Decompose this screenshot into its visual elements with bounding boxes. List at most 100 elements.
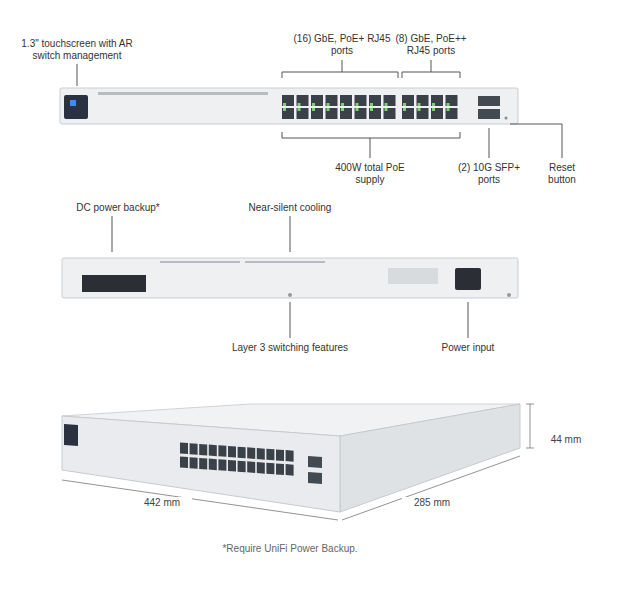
screw — [288, 293, 292, 297]
front-chassis — [60, 88, 518, 124]
rj45-port — [257, 448, 265, 460]
leader-line — [77, 64, 78, 86]
vent-slot — [160, 261, 240, 263]
sfp-port — [308, 456, 322, 468]
rj45-port — [340, 95, 352, 106]
rj45-port — [286, 450, 294, 462]
callout-label: (2) 10G SFP+ ports — [458, 162, 520, 186]
rj45-port — [417, 108, 429, 119]
sfp-port — [308, 472, 322, 484]
rj45-port — [402, 108, 414, 119]
rj45-port — [276, 449, 284, 461]
rj45-port — [238, 461, 246, 473]
rj45-port — [311, 95, 323, 106]
dimension-lines — [62, 404, 534, 520]
callout-label: Reset button — [537, 162, 587, 186]
port-led — [341, 103, 344, 106]
rj45-port — [297, 108, 309, 119]
rear-chassis — [62, 258, 518, 298]
rj45-port — [355, 95, 367, 106]
leader-line — [431, 60, 432, 72]
rj45-port — [218, 459, 226, 471]
leader-line — [468, 302, 469, 338]
rj45-port — [247, 447, 255, 459]
leader-line — [112, 216, 113, 252]
leader-line — [290, 216, 291, 252]
rj45-port — [199, 458, 207, 470]
rj45-port — [326, 95, 338, 106]
rj45-port — [247, 461, 255, 473]
callout-label: DC power backup* — [58, 202, 178, 214]
port-led — [283, 103, 286, 106]
rj45-port — [431, 108, 443, 119]
rear-panel — [62, 258, 518, 298]
rj45-port — [369, 95, 381, 106]
rj45-port — [311, 108, 323, 119]
rj45-port — [209, 445, 217, 457]
front-face — [62, 416, 340, 512]
callout-label: Power input — [423, 342, 513, 354]
rj45-port — [340, 108, 352, 119]
front-panel — [60, 88, 518, 124]
bracket — [282, 132, 460, 138]
touchscreen — [64, 95, 88, 119]
port-led — [298, 103, 301, 106]
port-led — [447, 108, 450, 111]
rj45-port — [431, 95, 443, 106]
vent-slot — [245, 261, 325, 263]
port-led — [432, 103, 435, 106]
port-led — [385, 103, 388, 106]
rj45-port — [326, 108, 338, 119]
dimension-label: 44 mm — [541, 434, 591, 446]
side-face — [340, 404, 520, 512]
port-led — [283, 108, 286, 111]
rj45-port — [218, 445, 226, 457]
rear-label — [388, 268, 438, 284]
power-socket — [455, 268, 481, 290]
leader-line — [342, 60, 343, 72]
screw — [507, 293, 511, 297]
dimension-tick — [526, 404, 534, 405]
rj45-port — [417, 95, 429, 106]
sfp-port — [478, 109, 500, 119]
rj45-port — [384, 108, 396, 119]
dimension-line — [530, 404, 531, 448]
dimension-line — [62, 480, 338, 520]
rj45-port — [384, 95, 396, 106]
port-led — [432, 108, 435, 111]
port-led — [312, 108, 315, 111]
rj45-port — [180, 442, 188, 454]
port-led — [312, 103, 315, 106]
rj45-port — [266, 449, 274, 461]
rj45-ports — [180, 442, 294, 475]
rj45-port — [190, 457, 198, 469]
rj45-port — [238, 447, 246, 459]
port-led — [385, 108, 388, 111]
rj45-port — [190, 443, 198, 455]
reset-button — [505, 117, 508, 120]
vent-slot — [98, 92, 268, 95]
rj45-port — [276, 463, 284, 475]
port-led — [298, 108, 301, 111]
callout-label: 400W total PoE supply — [320, 162, 420, 186]
rj45-port — [446, 108, 458, 119]
port-led — [370, 103, 373, 106]
port-led — [356, 103, 359, 106]
dc-port — [82, 275, 146, 292]
bracket — [402, 72, 460, 78]
callout-label: Near-silent cooling — [220, 202, 360, 214]
port-led — [370, 108, 373, 111]
rj45-port — [282, 95, 294, 106]
dimension-label: 285 mm — [402, 497, 462, 509]
dimension-line — [342, 456, 520, 520]
leader-line — [510, 124, 562, 158]
port-led — [327, 108, 330, 111]
rj45-ports — [282, 95, 458, 119]
port-led — [403, 108, 406, 111]
port-led — [418, 103, 421, 106]
bracket — [282, 72, 398, 78]
callout-label: Layer 3 switching features — [210, 342, 370, 354]
dimension-tick — [526, 448, 534, 449]
port-led — [418, 108, 421, 111]
